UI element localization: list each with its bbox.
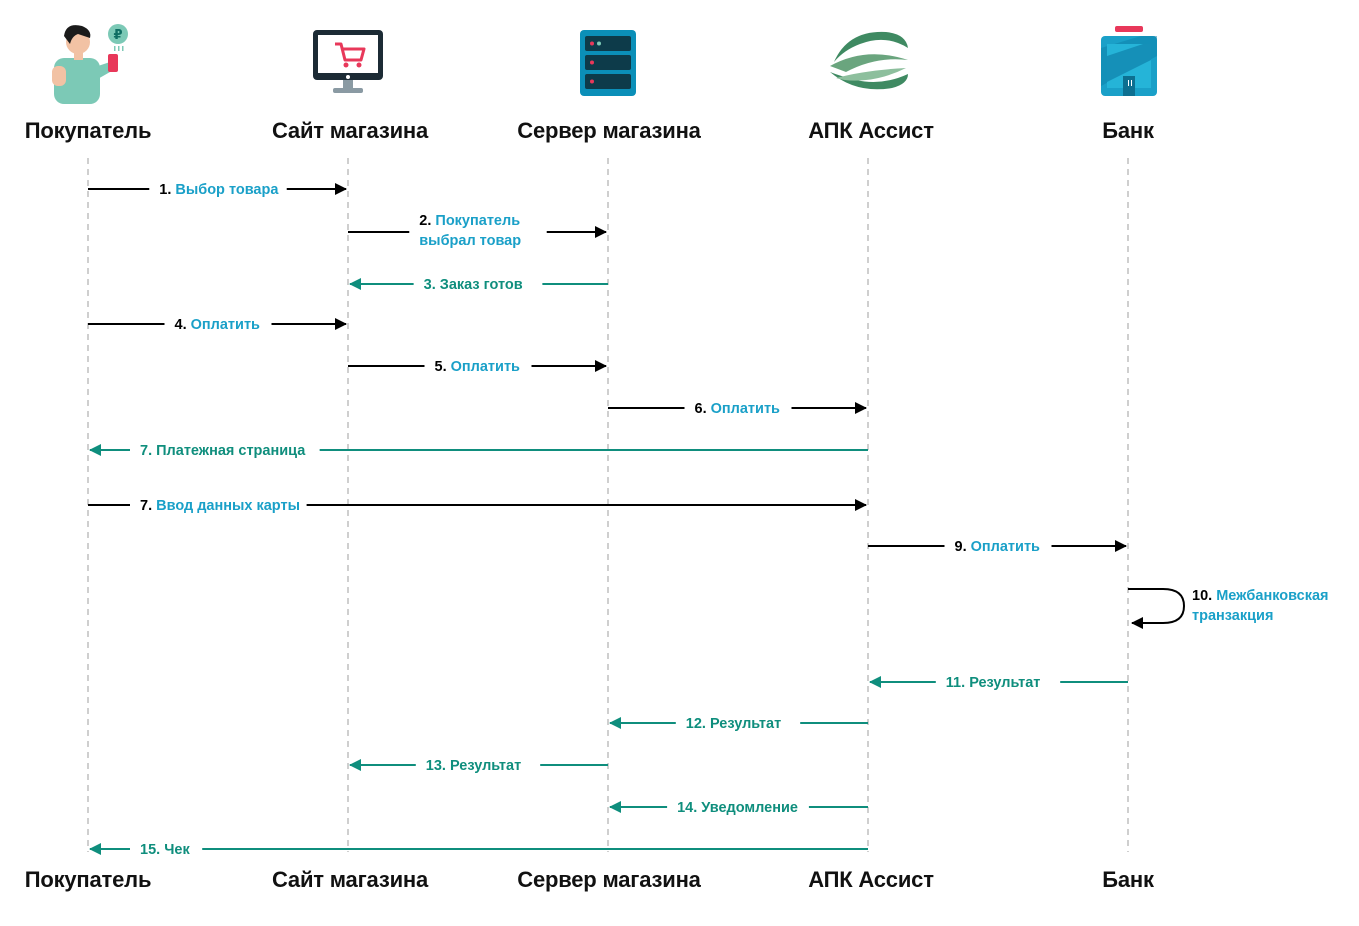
bank-building-icon — [1101, 26, 1157, 98]
message-label: 10. Межбанковская — [1192, 588, 1329, 604]
message-4: 4. Оплатить — [88, 317, 347, 333]
message-label: 1. Выбор товара — [159, 182, 279, 198]
message-label: 14. Уведомление — [677, 800, 798, 816]
server-rack-icon — [580, 30, 636, 96]
message-label: 6. Оплатить — [695, 401, 781, 417]
message-text: Оплатить — [971, 539, 1040, 555]
message-1: 1. Выбор товара — [88, 182, 347, 198]
message-text: Межбанковская — [1216, 588, 1328, 604]
actor-label-bottom-buyer: Покупатель — [24, 867, 152, 892]
message-text: Оплатить — [191, 317, 260, 333]
message-text: Заказ готов — [440, 277, 523, 293]
self-loop-arrow — [1128, 588, 1186, 629]
message-text: Уведомление — [701, 800, 798, 816]
svg-text:₽: ₽ — [113, 27, 122, 42]
message-label: 2. Покупатель — [419, 213, 520, 229]
message-text: Результат — [710, 716, 781, 732]
actor-label-top-site: Сайт магазина — [271, 118, 429, 143]
message-text: Результат — [969, 675, 1040, 691]
message-8: 7. Ввод данных карты — [88, 498, 867, 514]
message-label: выбрал товар — [419, 233, 521, 249]
message-2: 2. Покупатель выбрал товар — [348, 213, 607, 249]
assist-leaf-logo — [826, 26, 912, 98]
actor-label-bottom-bank: Банк — [1102, 867, 1154, 892]
message-number: 12. — [686, 716, 710, 732]
message-number: 14. — [677, 800, 701, 816]
message-label: 7. Ввод данных карты — [140, 498, 300, 514]
message-number: 7. — [140, 498, 156, 514]
message-number: 2. — [419, 213, 435, 229]
message-3: 3. Заказ готов — [349, 277, 608, 293]
message-number: 9. — [955, 539, 971, 555]
message-label: 13. Результат — [426, 758, 521, 774]
message-number: 1. — [159, 182, 175, 198]
message-10: 10. Межбанковская транзакция — [1128, 588, 1329, 629]
message-label: 7. Платежная страница — [140, 443, 306, 459]
message-label: 5. Оплатить — [435, 359, 521, 375]
message-number: 6. — [695, 401, 711, 417]
message-text: Выбор товара — [175, 182, 279, 198]
messages: 1. Выбор товара 2. Покупатель выбрал товар… — [88, 182, 1329, 858]
message-15: 15. Чек — [89, 842, 868, 858]
message-5: 5. Оплатить — [348, 359, 607, 375]
message-text: Чек — [164, 842, 190, 858]
actor-label-top-bank: Банк — [1102, 118, 1154, 143]
message-number: 5. — [435, 359, 451, 375]
message-text: Оплатить — [711, 401, 780, 417]
message-14: 14. Уведомление — [609, 800, 868, 816]
message-text: Покупатель — [435, 213, 520, 229]
message-12: 12. Результат — [609, 716, 868, 732]
message-11: 11. Результат — [869, 675, 1128, 691]
actor-label-top-assist: АПК Ассист — [808, 118, 934, 143]
message-text: Ввод данных карты — [156, 498, 300, 514]
message-13: 13. Результат — [349, 758, 608, 774]
actor-label-top-server: Сервер магазина — [517, 118, 701, 143]
monitor-cart-icon — [313, 30, 383, 96]
message-label: 11. Результат — [946, 675, 1041, 691]
message-7: 7. Платежная страница — [89, 443, 868, 459]
person-paying-icon: ₽ — [48, 22, 132, 104]
message-label: 4. Оплатить — [175, 317, 261, 333]
message-text: Результат — [450, 758, 521, 774]
message-9: 9. Оплатить — [868, 539, 1127, 555]
actor-label-bottom-server: Сервер магазина — [517, 867, 701, 892]
message-number: 13. — [426, 758, 450, 774]
message-number: 15. — [140, 842, 164, 858]
actor-label-bottom-site: Сайт магазина — [271, 867, 429, 892]
message-label: транзакция — [1192, 608, 1273, 624]
message-6: 6. Оплатить — [608, 401, 867, 417]
actor-label-bottom-assist: АПК Ассист — [808, 867, 934, 892]
message-number: 10. — [1192, 588, 1216, 604]
message-number: 7. — [140, 443, 156, 459]
message-number: 11. — [946, 675, 969, 691]
message-label: 9. Оплатить — [955, 539, 1041, 555]
message-label: 3. Заказ готов — [424, 277, 523, 293]
message-text: Платежная страница — [156, 443, 306, 459]
message-label: 12. Результат — [686, 716, 781, 732]
message-number: 3. — [424, 277, 440, 293]
message-label: 15. Чек — [140, 842, 190, 858]
actor-label-top-buyer: Покупатель — [24, 118, 152, 143]
message-text: Оплатить — [451, 359, 520, 375]
message-number: 4. — [175, 317, 191, 333]
